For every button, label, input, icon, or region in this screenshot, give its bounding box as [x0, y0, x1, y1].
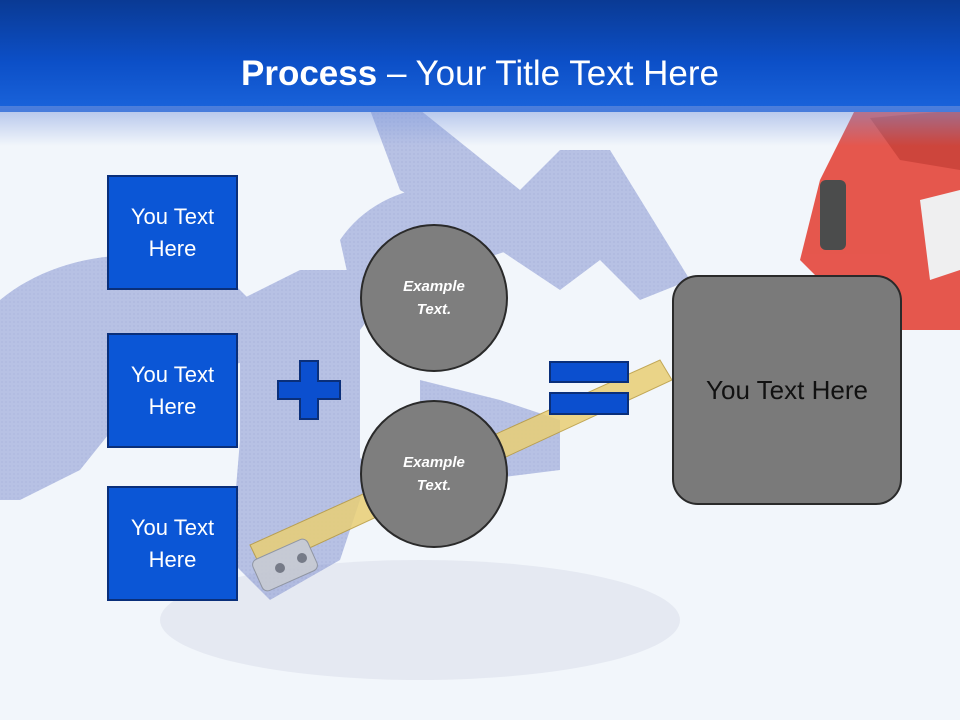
- example-circle-2[interactable]: Example Text.: [360, 400, 508, 548]
- header-shadow: [0, 106, 960, 146]
- title-text: – Your Title Text Here: [377, 54, 719, 93]
- plus-icon: [277, 360, 341, 420]
- text-box-label: You Text Here: [130, 361, 215, 419]
- text-box-label: You Text Here: [130, 203, 215, 261]
- title-bold: Process: [241, 54, 378, 93]
- text-box-1[interactable]: You Text Here: [107, 175, 238, 290]
- text-box-label: You Text Here: [130, 514, 215, 572]
- circle-label: Example Text.: [403, 454, 465, 494]
- circle-label: Example Text.: [403, 278, 465, 318]
- result-label: You Text Here: [706, 375, 868, 405]
- text-box-3[interactable]: You Text Here: [107, 486, 238, 601]
- example-circle-1[interactable]: Example Text.: [360, 224, 508, 372]
- result-box[interactable]: You Text Here: [672, 275, 902, 505]
- equals-icon: [549, 361, 629, 415]
- slide-title[interactable]: Process – Your Title Text Here: [0, 52, 960, 96]
- header-bar: [0, 0, 960, 112]
- text-box-2[interactable]: You Text Here: [107, 333, 238, 448]
